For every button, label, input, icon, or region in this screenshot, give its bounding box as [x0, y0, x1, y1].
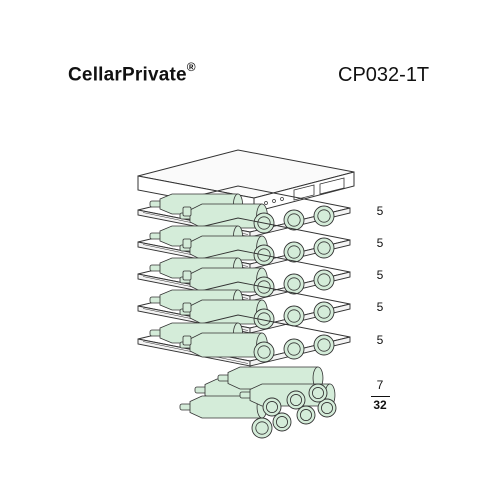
- shelf-1-count: 5: [376, 204, 384, 218]
- bottle-base-inner: [266, 401, 278, 413]
- bottle-base-outer: [283, 273, 305, 295]
- bottle-base-outer: [317, 398, 337, 418]
- bottle-base-outer: [283, 209, 305, 231]
- end-bottle: [283, 273, 305, 295]
- end-bottle: [253, 341, 275, 363]
- bottle-neck-peg: [182, 206, 192, 217]
- bottle-base-outer: [251, 417, 273, 439]
- bottle-base-inner: [287, 245, 301, 259]
- bottle-base-inner: [287, 277, 301, 291]
- total-count: 32: [373, 398, 387, 412]
- bottle-base-inner: [317, 209, 331, 223]
- bottle-base-inner: [287, 309, 301, 323]
- bottom-count: 7: [376, 378, 384, 392]
- bottle-neck-peg: [182, 335, 192, 346]
- end-bottle: [313, 269, 335, 291]
- registered-mark: ®: [186, 60, 196, 74]
- bottle-base-outer: [286, 390, 306, 410]
- shelf-5: [137, 314, 351, 367]
- end-bottle: [272, 412, 292, 432]
- total-divider: [371, 396, 390, 397]
- side-bottle: [179, 267, 268, 293]
- brand-logo: CellarPrivate®: [68, 60, 196, 86]
- bottle-base-inner: [287, 213, 301, 227]
- bottle-body: [189, 235, 263, 261]
- end-bottle: [296, 405, 316, 425]
- bottle-base-outer: [253, 341, 275, 363]
- bottle-base-inner: [255, 421, 269, 435]
- bottle-body: [189, 299, 263, 325]
- end-bottle: [283, 241, 305, 263]
- end-bottle: [313, 301, 335, 323]
- bottle-base-outer: [313, 205, 335, 227]
- end-bottle: [313, 205, 335, 227]
- shelf-4-count: 5: [376, 300, 384, 314]
- end-bottle: [286, 390, 306, 410]
- bottle-base-outer: [262, 397, 282, 417]
- bottle-base-inner: [287, 342, 301, 356]
- bottle-body: [189, 332, 263, 358]
- bottle-base-inner: [257, 216, 271, 230]
- end-bottle: [313, 237, 335, 259]
- bottle-base-inner: [276, 416, 288, 428]
- model-number: CP032-1T: [338, 64, 430, 86]
- bottom-bottles: [179, 366, 337, 439]
- bottle-base-inner: [317, 241, 331, 255]
- bottle-base-inner: [257, 345, 271, 359]
- bottle-body: [189, 203, 263, 229]
- shelf-5-count: 5: [376, 333, 384, 347]
- bottle-base-outer: [272, 412, 292, 432]
- bottle-neck-peg: [182, 238, 192, 249]
- end-bottle: [317, 398, 337, 418]
- end-bottle: [283, 338, 305, 360]
- bottle-neck-peg: [182, 302, 192, 313]
- shelf-4: [137, 281, 351, 334]
- bottle-base-inner: [317, 305, 331, 319]
- bottle-base-outer: [313, 334, 335, 356]
- bottle-base-inner: [257, 248, 271, 262]
- bottle-base-inner: [290, 394, 302, 406]
- bottle-base-outer: [296, 405, 316, 425]
- shelf-3-count: 5: [376, 268, 384, 282]
- bottle-body: [189, 267, 263, 293]
- bottle-base-outer: [283, 338, 305, 360]
- brand-name: CellarPrivate: [68, 64, 187, 86]
- indicator-light: [272, 199, 276, 203]
- end-bottle: [313, 334, 335, 356]
- bottle-neck-peg: [182, 270, 192, 281]
- bottle-base-outer: [308, 383, 328, 403]
- bottle-base-inner: [317, 338, 331, 352]
- end-bottle: [283, 209, 305, 231]
- indicator-light: [280, 197, 284, 201]
- bottle-base-outer: [313, 269, 335, 291]
- button-panel: [319, 177, 345, 195]
- side-bottle: [217, 366, 324, 390]
- bottle-base-inner: [257, 280, 271, 294]
- bottle-base-inner: [300, 409, 312, 421]
- bottle-base-outer: [313, 301, 335, 323]
- end-bottle: [262, 397, 282, 417]
- bottle-base-inner: [321, 402, 333, 414]
- bottle-base-inner: [312, 387, 324, 399]
- end-bottle: [283, 305, 305, 327]
- bottle-base-outer: [283, 241, 305, 263]
- shelf-3: [137, 249, 351, 302]
- end-bottle: [251, 417, 273, 439]
- bottle-base-outer: [283, 305, 305, 327]
- bottle-base-outer: [313, 237, 335, 259]
- shelf-2-count: 5: [376, 236, 384, 250]
- indicator-light: [264, 201, 268, 205]
- bottle-base-outer: [253, 308, 275, 330]
- bottle-base-inner: [317, 273, 331, 287]
- end-bottle: [308, 383, 328, 403]
